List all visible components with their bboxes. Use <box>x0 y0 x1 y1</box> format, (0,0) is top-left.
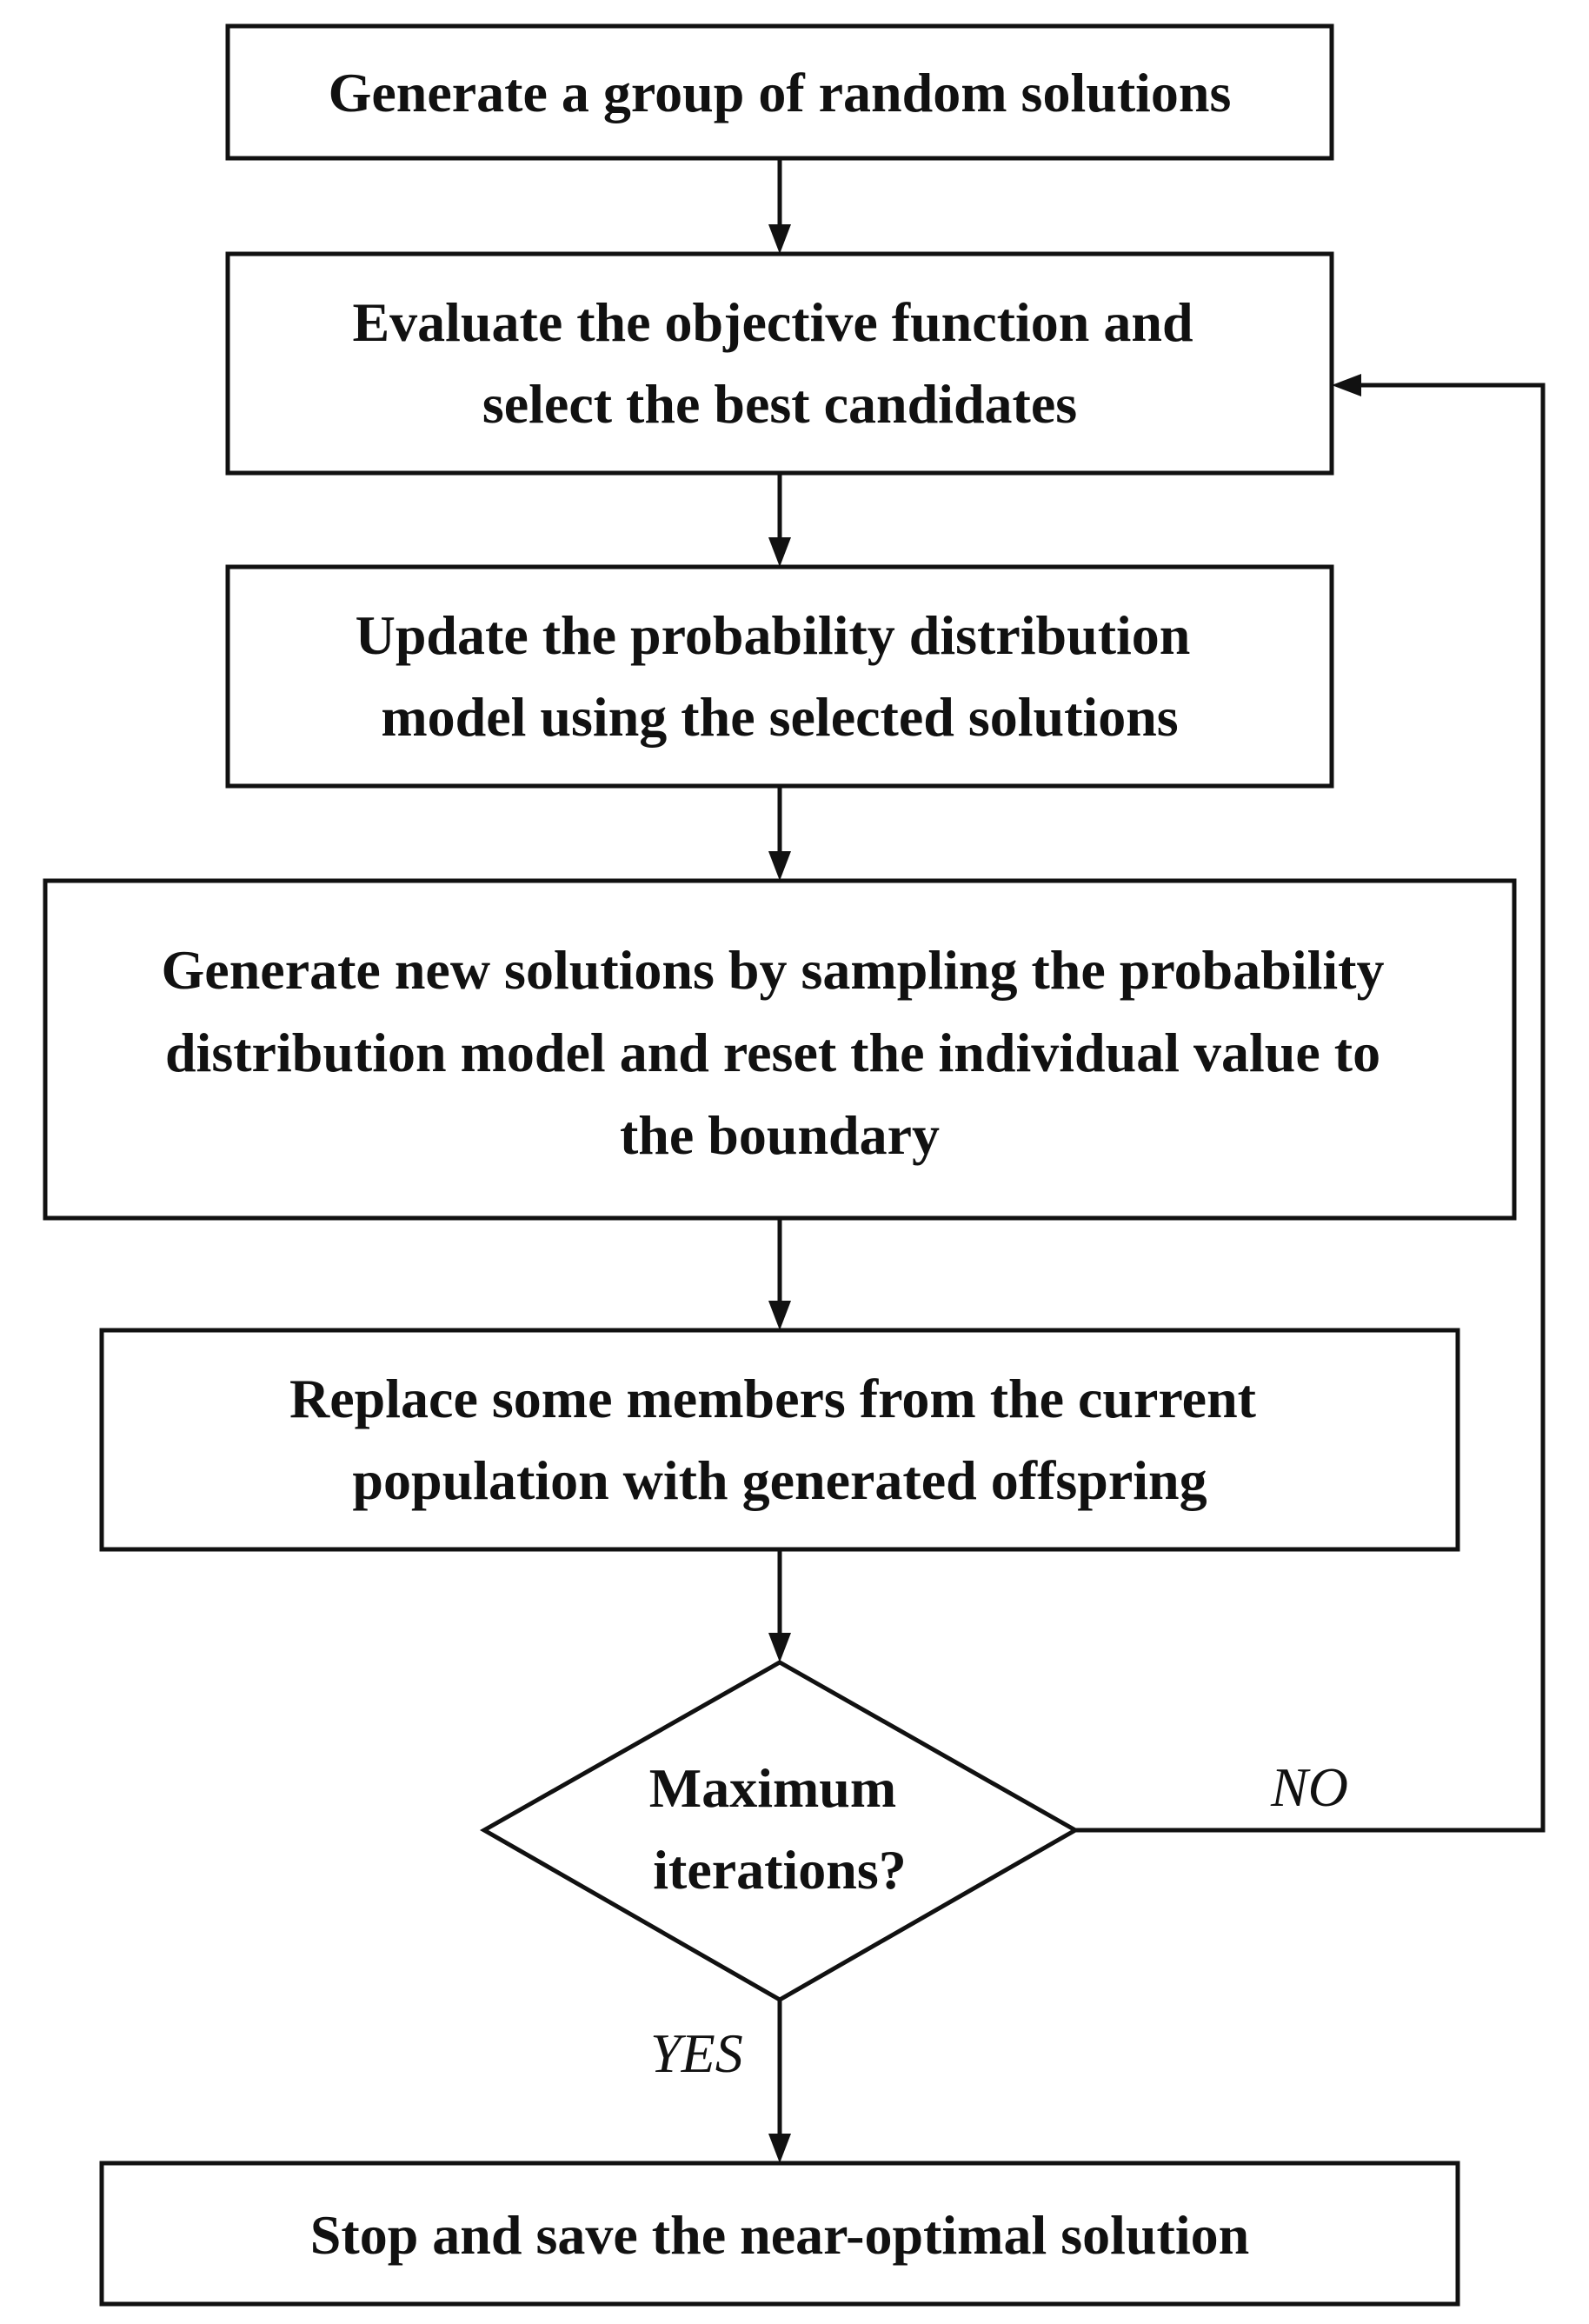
decision-diamond <box>479 1660 1080 2002</box>
step-evaluate-objective: Evaluate the objective function and sele… <box>225 251 1334 476</box>
arrow-decision-yes-to-stop <box>768 2000 791 2163</box>
arrow-update-to-sample <box>768 786 791 881</box>
arrow-generate-to-evaluate <box>768 158 791 254</box>
arrow-evaluate-to-update <box>768 473 791 567</box>
step-text-line: distribution model and reset the individ… <box>165 1022 1380 1083</box>
step-text-line: Replace some members from the current <box>289 1368 1257 1429</box>
step-update-probability-model: Update the probability distribution mode… <box>225 564 1334 789</box>
step-box <box>225 564 1334 789</box>
step-text-line: Update the probability distribution <box>356 604 1191 666</box>
arrow-decision-no-loop <box>1075 374 1546 1833</box>
step-text-line: select the best candidates <box>482 373 1077 435</box>
step-text-line: Stop and save the near-optimal solution <box>310 2204 1249 2266</box>
decision-text-line: Maximum <box>649 1757 896 1819</box>
step-box <box>225 23 1334 161</box>
step-text-line: population with generated offspring <box>352 1449 1207 1511</box>
decision-maximum-iterations: Maximum iterations? <box>479 1660 1080 2002</box>
edge-label-no: NO <box>1270 1756 1348 1818</box>
svg-text:Maximum iterations?: Maximum iterations? <box>649 1757 910 1901</box>
svg-text:Update the probability distrib: Update the probability distribution mode… <box>356 604 1205 748</box>
arrow-sample-to-replace <box>768 1218 791 1330</box>
step-text-line: model using the selected solutions <box>381 686 1178 748</box>
step-stop-save-solution: Stop and save the near-optimal solution <box>99 2161 1460 2307</box>
svg-text:Generate new solutions by samp: Generate new solutions by sampling the p… <box>162 939 1399 1166</box>
edge-label-yes: YES <box>650 2022 743 2084</box>
svg-text:Replace some members from the: Replace some members from the current po… <box>289 1368 1270 1511</box>
step-text-line: the boundary <box>620 1104 940 1166</box>
step-replace-members: Replace some members from the current po… <box>99 1328 1460 1552</box>
decision-text-line: iterations? <box>653 1839 907 1901</box>
step-box <box>225 251 1334 476</box>
step-generate-random-solutions: Generate a group of random solutions <box>225 23 1334 161</box>
step-text-line: Generate a group of random solutions <box>329 62 1232 123</box>
svg-text:Generate a group of random sol: Generate a group of random solutions <box>329 62 1232 123</box>
step-box <box>99 1328 1460 1552</box>
step-text-line: Evaluate the objective function and <box>352 291 1193 353</box>
step-box <box>43 878 1517 1221</box>
svg-text:Evaluate the objective functio: Evaluate the objective function and sele… <box>352 291 1207 435</box>
step-box <box>99 2161 1460 2307</box>
svg-text:Stop and save the near-optimal: Stop and save the near-optimal solution <box>310 2204 1249 2266</box>
step-generate-new-solutions: Generate new solutions by sampling the p… <box>43 878 1517 1221</box>
step-text-line: Generate new solutions by sampling the p… <box>162 939 1385 1001</box>
arrow-replace-to-decision <box>768 1549 791 1662</box>
